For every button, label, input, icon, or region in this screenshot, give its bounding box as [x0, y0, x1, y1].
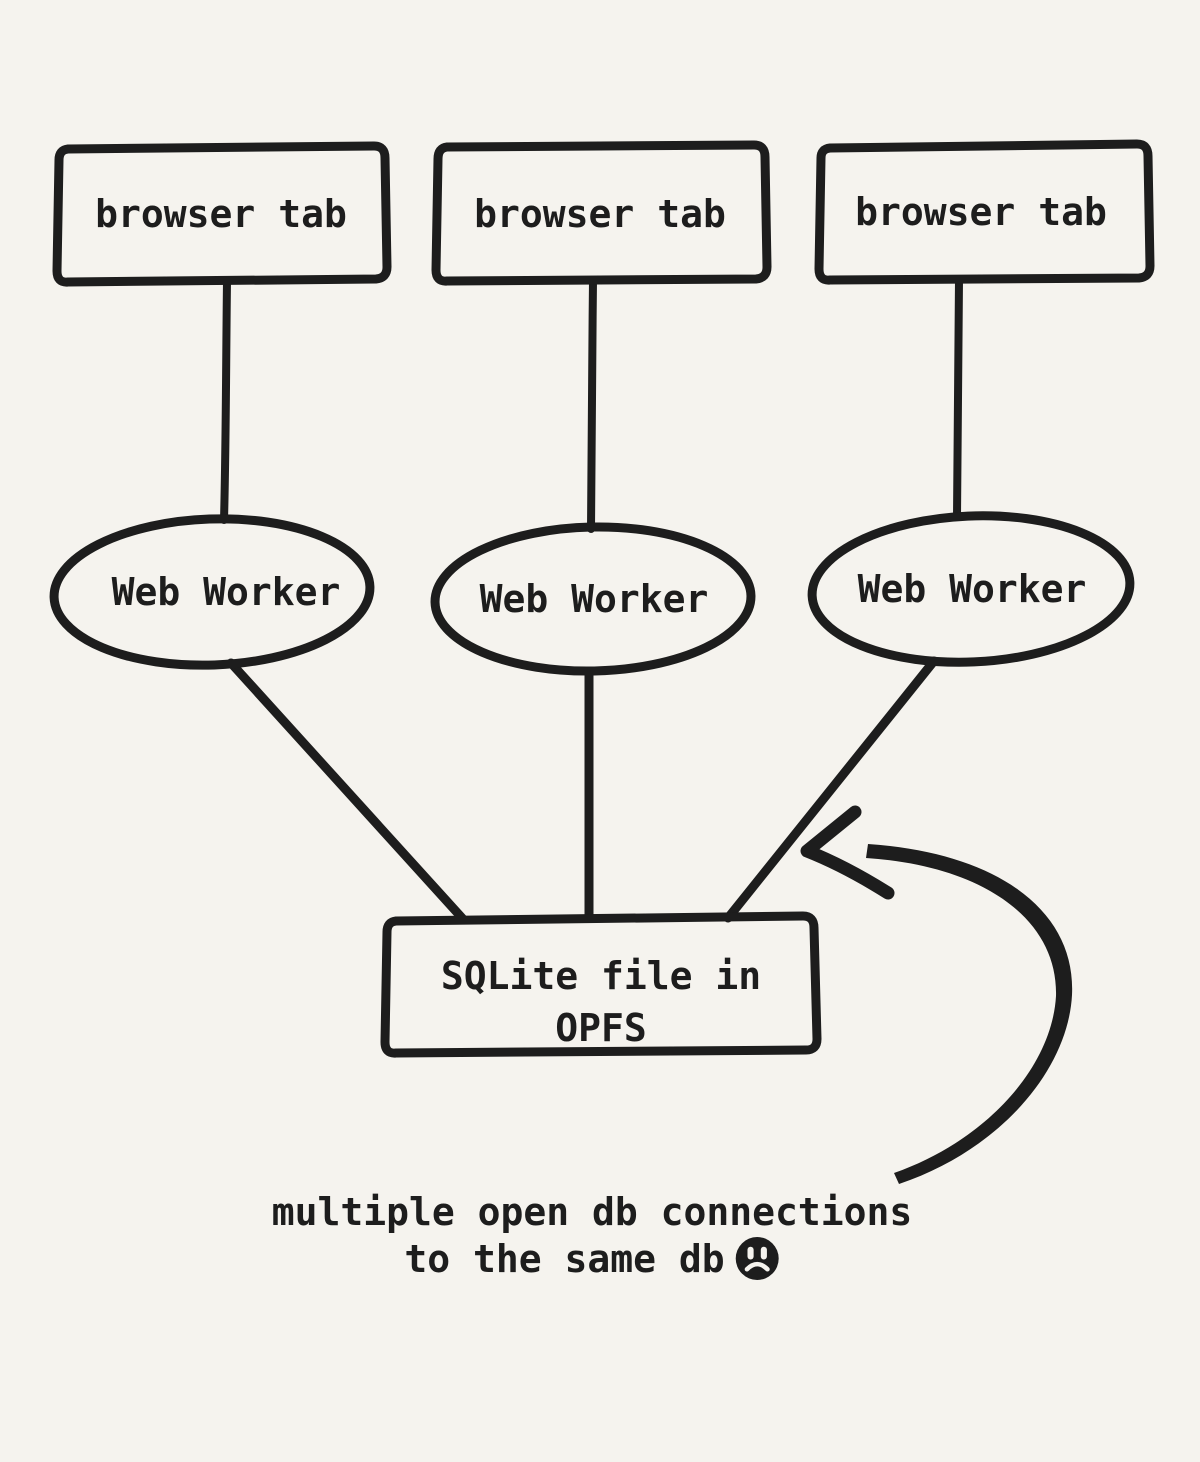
sqlite-storage-label-line1: SQLite file in	[440, 954, 762, 998]
caption-line1: multiple open db connections	[271, 1190, 913, 1234]
browser-tab-box-2	[431, 140, 772, 286]
caption-line2-text: to the same db	[404, 1237, 725, 1281]
curved-arrow-head	[800, 805, 895, 900]
browser-tab-label-1: browser tab	[95, 192, 347, 237]
connector-tab2-worker2	[587, 277, 597, 533]
web-worker-label-3: Web Worker	[857, 567, 1087, 612]
connector-worker1-storage	[226, 658, 468, 924]
browser-tab-box-1	[52, 141, 392, 287]
connector-worker3-storage	[723, 656, 939, 923]
web-worker-label-1: Web Worker	[111, 570, 341, 615]
connector-tab3-worker3	[953, 276, 963, 521]
web-worker-ellipse-1	[49, 514, 375, 670]
web-worker-ellipse-3	[807, 511, 1135, 667]
caption: multiple open db connections to the same…	[272, 1189, 913, 1283]
browser-tab-label-3: browser tab	[855, 190, 1107, 235]
browser-tab-label-2: browser tab	[474, 192, 726, 237]
connector-tab1-worker1	[220, 277, 231, 524]
web-worker-label-2: Web Worker	[479, 577, 709, 622]
sqlite-storage-label: SQLite file in OPFS	[441, 950, 761, 1054]
sqlite-storage-label-line2: OPFS	[555, 1006, 647, 1050]
browser-tab-box-3	[814, 139, 1155, 285]
sqlite-storage-box	[380, 911, 822, 1058]
curved-arrow-body	[866, 844, 1073, 1184]
caption-line2: to the same db	[272, 1236, 913, 1283]
web-worker-ellipse-2	[430, 522, 756, 676]
frowning-face-icon	[735, 1236, 780, 1281]
